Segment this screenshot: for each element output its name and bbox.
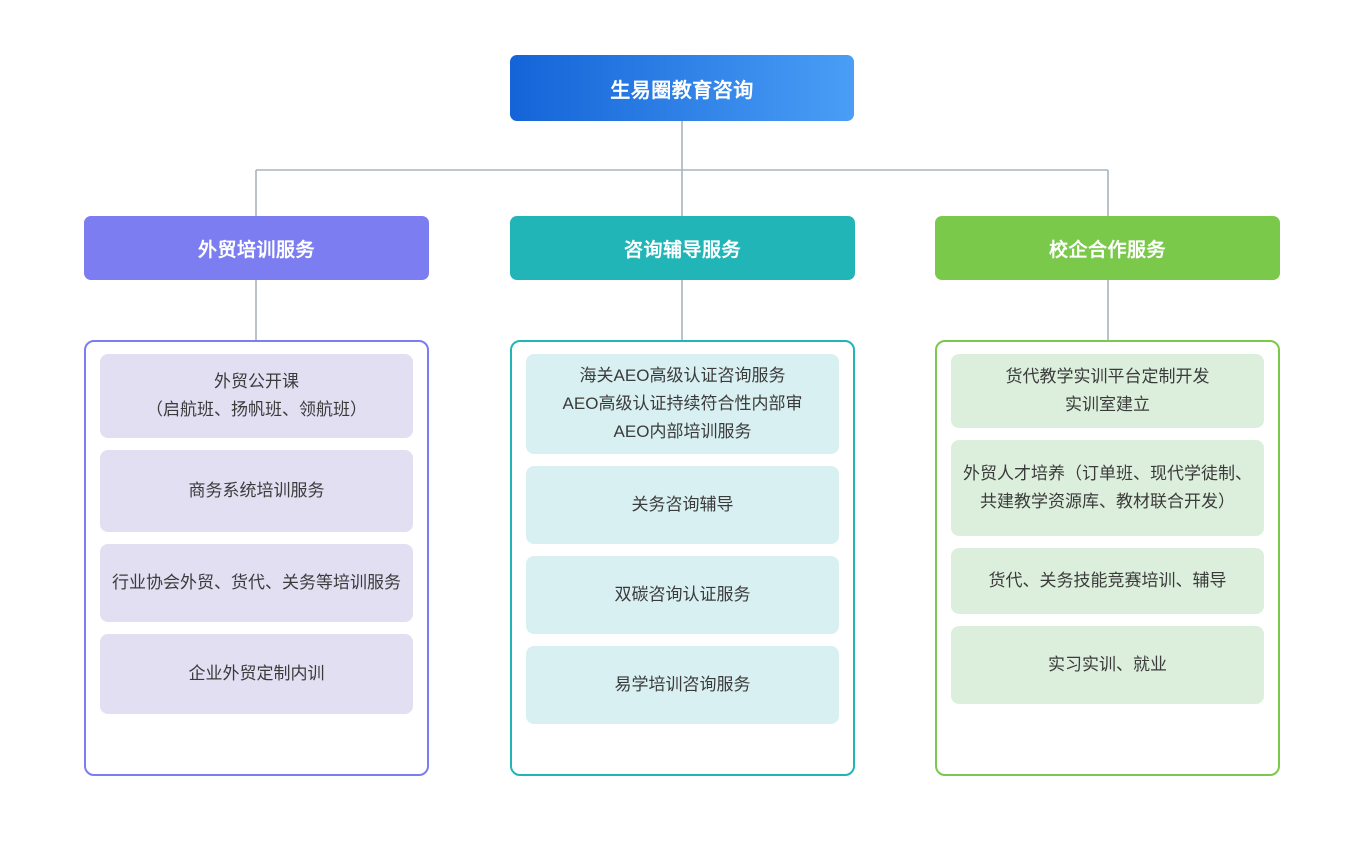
leaf-item[interactable]: 海关AEO高级认证咨询服务 AEO高级认证持续符合性内部审 AEO内部培训服务 — [526, 354, 839, 454]
branch-header-1[interactable]: 外贸培训服务 — [84, 216, 429, 280]
branch-column-3: 校企合作服务 货代教学实训平台定制开发 实训室建立 外贸人才培养（订单班、现代学… — [935, 216, 1280, 776]
root-node-label: 生易圈教育咨询 — [610, 79, 754, 102]
leaf-item[interactable]: 企业外贸定制内训 — [100, 634, 413, 714]
branch-header-3-label: 校企合作服务 — [1048, 239, 1166, 261]
leaf-item[interactable]: 货代、关务技能竞赛培训、辅导 — [951, 548, 1264, 614]
branch-body-2: 海关AEO高级认证咨询服务 AEO高级认证持续符合性内部审 AEO内部培训服务 … — [510, 340, 855, 776]
branch-column-2: 咨询辅导服务 海关AEO高级认证咨询服务 AEO高级认证持续符合性内部审 AEO… — [510, 216, 855, 776]
branch-header-3[interactable]: 校企合作服务 — [935, 216, 1280, 280]
root-node[interactable]: 生易圈教育咨询 — [510, 55, 854, 121]
leaf-item[interactable]: 货代教学实训平台定制开发 实训室建立 — [951, 354, 1264, 428]
branch-header-2-label: 咨询辅导服务 — [623, 239, 741, 261]
leaf-item[interactable]: 外贸人才培养（订单班、现代学徒制、共建教学资源库、教材联合开发） — [951, 440, 1264, 536]
leaf-item[interactable]: 易学培训咨询服务 — [526, 646, 839, 724]
branch-column-1: 外贸培训服务 外贸公开课 （启航班、扬帆班、领航班） 商务系统培训服务 行业协会… — [84, 216, 429, 776]
branch-header-2[interactable]: 咨询辅导服务 — [510, 216, 855, 280]
leaf-item[interactable]: 商务系统培训服务 — [100, 450, 413, 532]
branch-body-1: 外贸公开课 （启航班、扬帆班、领航班） 商务系统培训服务 行业协会外贸、货代、关… — [84, 340, 429, 776]
branch-header-1-label: 外贸培训服务 — [197, 239, 315, 261]
leaf-item[interactable]: 双碳咨询认证服务 — [526, 556, 839, 634]
leaf-item[interactable]: 外贸公开课 （启航班、扬帆班、领航班） — [100, 354, 413, 438]
leaf-item[interactable]: 关务咨询辅导 — [526, 466, 839, 544]
leaf-item[interactable]: 行业协会外贸、货代、关务等培训服务 — [100, 544, 413, 622]
leaf-item[interactable]: 实习实训、就业 — [951, 626, 1264, 704]
branch-body-3: 货代教学实训平台定制开发 实训室建立 外贸人才培养（订单班、现代学徒制、共建教学… — [935, 340, 1280, 776]
